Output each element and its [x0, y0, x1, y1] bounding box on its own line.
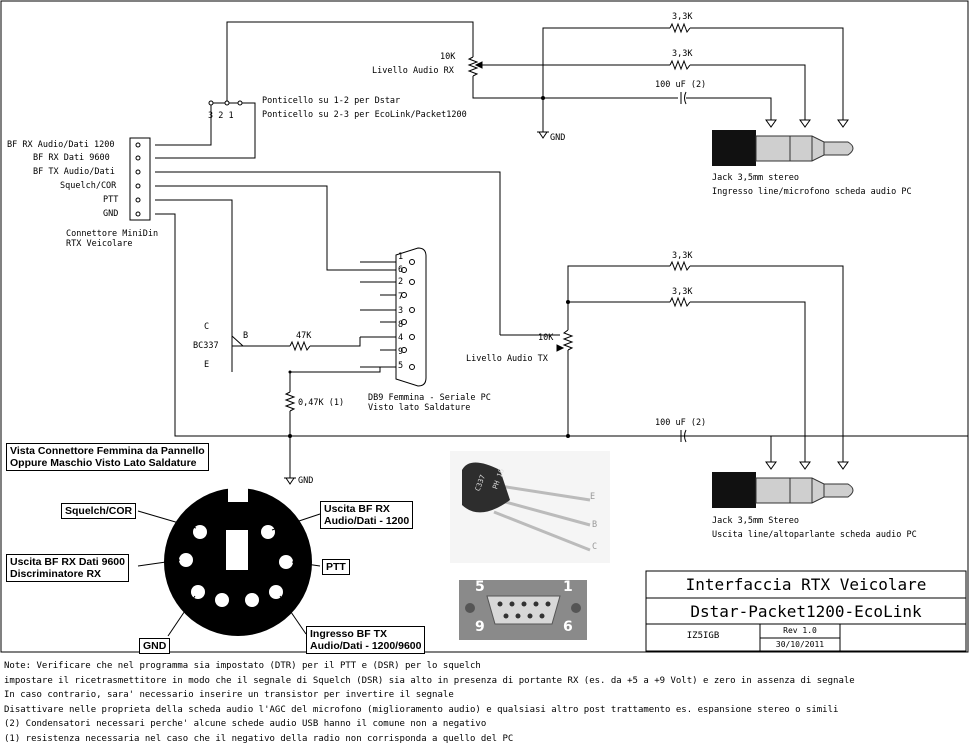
gnd-top: GND: [550, 133, 566, 143]
photo-db9-9: 9: [475, 619, 485, 635]
title-block-frame: [645, 570, 967, 652]
transistor-e: E: [204, 360, 210, 370]
vista-line-1: Vista Connettore Femmina da Pannello: [10, 445, 205, 457]
conn-tx-2: Audio/Dati - 1200/9600: [310, 640, 422, 652]
pot-rx-name: Livello Audio RX: [372, 66, 454, 76]
title-block-subtitle: Dstar-Packet1200-EcoLink: [690, 602, 922, 621]
jumper-note-1: Ponticello su 1-2 per Dstar: [262, 96, 401, 106]
minidin-pin-bfrx9600: BF RX Dati 9600: [33, 153, 110, 163]
transistor-name: BC337: [193, 341, 219, 351]
photo-db9-1: 1: [563, 579, 573, 595]
notes: Note: Verificare che nel programma sia i…: [4, 659, 855, 746]
minidin-name-1: Connettore MiniDin: [66, 229, 159, 239]
jack-tx: [712, 472, 854, 508]
res-3k3-b: 3,3K: [672, 49, 693, 59]
note-line: (1) resistenza necessaria nel caso che i…: [4, 733, 514, 744]
photo-db9-6: 6: [563, 619, 573, 635]
note-line: In caso contrario, sara' necessario inse…: [4, 690, 454, 700]
res-3k3-c: 3,3K: [672, 251, 693, 261]
conn-uscita-rx-box: Uscita BF RX Audio/Dati - 1200: [320, 501, 414, 529]
pot-tx-value: 10K: [538, 333, 554, 343]
jack-in-title: Jack 3,5mm stereo: [712, 173, 799, 183]
minidin-pin-bftx: BF TX Audio/Dati: [33, 167, 115, 177]
db9-photo: [459, 580, 587, 640]
db9-pin-label-5: 5: [398, 361, 404, 371]
conn-9600-1: Uscita BF RX Dati 9600: [10, 556, 125, 568]
jack-in-desc: Ingresso line/microfono scheda audio PC: [712, 187, 912, 197]
vista-box: Vista Connettore Femmina da Pannello Opp…: [6, 443, 209, 471]
db9-pin-label-8: 8: [398, 320, 404, 330]
jumper-note-2: Ponticello su 2-3 per EcoLink/Packet1200: [262, 110, 467, 120]
cap-rx-label: 100 uF (2): [655, 80, 707, 90]
note-line: Disattivare nelle proprieta della scheda…: [4, 704, 839, 715]
minidin-pin-squelch: Squelch/COR: [60, 181, 117, 191]
title-block-title: Interfaccia RTX Veicolare: [685, 575, 927, 594]
jack-rx: [712, 130, 854, 166]
minidin-pin-ptt: PTT: [103, 195, 119, 205]
vista-line-2: Oppure Maschio Visto Lato Saldature: [10, 457, 197, 469]
res-3k3-a: 3,3K: [672, 12, 693, 22]
minidin-pin-gnd: GND: [103, 209, 119, 219]
conn-uscita-rx-1: Uscita BF RX: [324, 503, 390, 515]
note-line: (2) Condensatori necessari perche' alcun…: [4, 719, 487, 729]
db9-name-2: Visto lato Saldature: [368, 403, 471, 413]
conn-uscita-rx-2: Audio/Dati - 1200: [324, 515, 410, 527]
photo-db9-5: 5: [475, 579, 485, 595]
gnd-mid: GND: [298, 476, 314, 486]
db9-pin-label-9: 9: [398, 347, 404, 357]
conn-squelch-box: Squelch/COR: [61, 503, 137, 519]
note-line: impostare il ricetrasmettitore in modo c…: [4, 675, 855, 686]
db9-pin-label-2: 2: [398, 277, 404, 287]
db9-name-1: DB9 Femmina - Seriale PC: [368, 393, 491, 403]
title-block-date: 30/10/2011: [775, 640, 825, 649]
res-47k: 47K: [296, 331, 312, 341]
cap-tx-label: 100 uF (2): [655, 418, 707, 428]
conn-ptt-box: PTT: [322, 559, 350, 575]
photo-tr-e: E: [590, 492, 596, 502]
jack-out-title: Jack 3,5mm Stereo: [712, 516, 799, 526]
conn-tx-1: Ingresso BF TX: [310, 628, 388, 640]
db9-pin-label-7: 7: [398, 292, 404, 302]
db9-pin-label-3: 3: [398, 306, 404, 316]
res-3k3-d: 3,3K: [672, 287, 693, 297]
db9-pin-label-4: 4: [398, 333, 404, 343]
transistor-c: C: [204, 322, 210, 332]
conn-tx-box: Ingresso BF TX Audio/Dati - 1200/9600: [306, 626, 426, 654]
pot-rx-value: 10K: [440, 52, 456, 62]
minidin-pin-bfrx1200: BF RX Audio/Dati 1200: [7, 140, 115, 150]
note-line: Note: Verificare che nel programma sia i…: [4, 661, 481, 671]
title-block-rev: Rev 1.0: [783, 626, 817, 635]
transistor-b: B: [243, 331, 249, 341]
jumper-pins: 3 2 1: [208, 111, 234, 121]
conn-9600-2: Discriminatore RX: [10, 568, 102, 580]
minidin-face: [164, 488, 312, 636]
title-block-author: IZ5IGB: [686, 631, 720, 641]
db9-pin-label-1: 1: [398, 252, 404, 262]
conn-9600-box: Uscita BF RX Dati 9600 Discriminatore RX: [6, 554, 129, 582]
minidin-name-2: RTX Veicolare: [66, 239, 133, 249]
transistor-photo: [450, 451, 610, 563]
conn-gnd-box: GND: [139, 638, 171, 654]
db9-pin-label-6: 6: [398, 265, 404, 275]
res-047k: 0,47K (1): [298, 398, 345, 408]
pot-tx-name: Livello Audio TX: [466, 354, 548, 364]
photo-tr-c: C: [592, 542, 598, 552]
jack-out-desc: Uscita line/altoparlante scheda audio PC: [712, 530, 917, 540]
photo-tr-b: B: [592, 520, 598, 530]
